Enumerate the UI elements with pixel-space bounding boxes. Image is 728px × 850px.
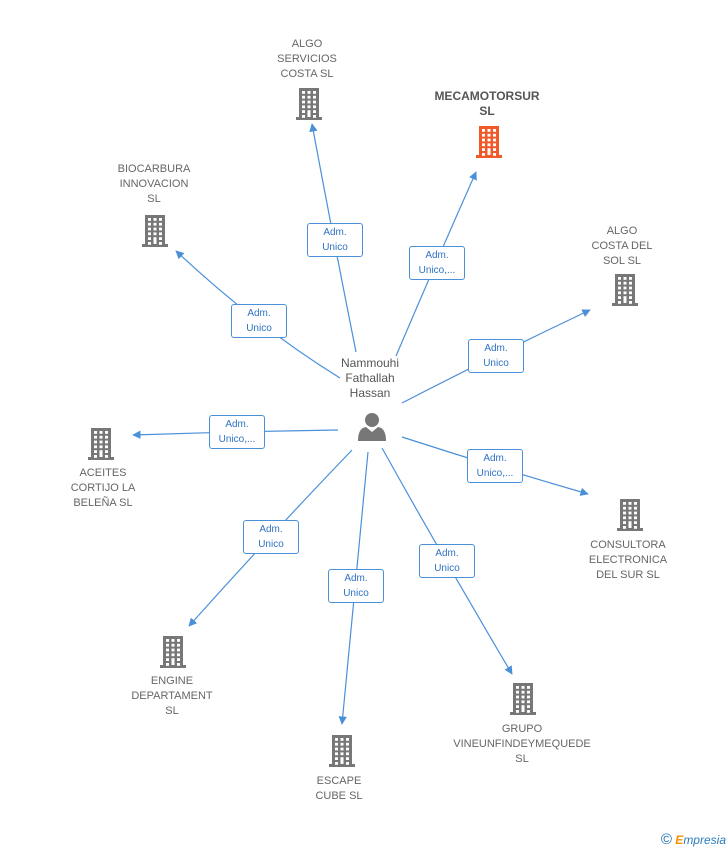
role-label-algo-servicios[interactable]: Adm. Unico <box>307 223 363 257</box>
edges-layer <box>132 123 591 725</box>
role-label-aceites[interactable]: Adm. Unico,... <box>209 415 265 449</box>
role-label-grupo[interactable]: Adm. Unico <box>419 544 475 578</box>
building-icon[interactable] <box>296 88 322 120</box>
role-label-mecamotorsur[interactable]: Adm. Unico,... <box>409 246 465 280</box>
building-icon[interactable] <box>617 499 643 531</box>
role-label-escape[interactable]: Adm. Unico <box>328 569 384 603</box>
icons-layer <box>88 88 643 767</box>
person-name-label[interactable]: Nammouhi Fathallah Hassan <box>340 356 400 400</box>
brand-name: mpresia <box>683 833 726 847</box>
building-icon[interactable] <box>160 636 186 668</box>
company-label-algo-costa[interactable]: ALGO COSTA DEL SOL SL <box>591 225 653 267</box>
building-icon[interactable] <box>510 683 536 715</box>
building-icon[interactable] <box>329 735 355 767</box>
brand-watermark: © Empresia <box>661 831 726 848</box>
role-label-biocarbura[interactable]: Adm. Unico <box>231 304 287 338</box>
company-label-aceites[interactable]: ACEITES CORTIJO LA BELEÑA SL <box>70 467 136 509</box>
company-label-engine[interactable]: ENGINE DEPARTAMENT SL <box>131 675 213 717</box>
role-label-algo-costa[interactable]: Adm. Unico <box>468 339 524 373</box>
building-icon[interactable] <box>612 274 638 306</box>
copyright-symbol: © <box>660 831 672 848</box>
building-icon[interactable] <box>142 215 168 247</box>
person-icon[interactable] <box>358 413 386 441</box>
company-label-biocarbura[interactable]: BIOCARBURA INNOVACION SL <box>117 163 191 205</box>
company-label-consultora[interactable]: CONSULTORA ELECTRONICA DEL SUR SL <box>588 539 668 581</box>
company-label-mecamotorsur[interactable]: MECAMOTORSUR SL <box>434 89 540 118</box>
company-label-escape[interactable]: ESCAPE CUBE SL <box>315 775 363 802</box>
building-icon[interactable] <box>88 428 114 460</box>
building-icon[interactable] <box>476 126 502 158</box>
company-label-algo-servicios[interactable]: ALGO SERVICIOS COSTA SL <box>277 38 337 80</box>
role-label-engine[interactable]: Adm. Unico <box>243 520 299 554</box>
company-label-grupo[interactable]: GRUPO VINEUNFINDEYMEQUEDE SL <box>453 723 591 765</box>
role-label-consultora[interactable]: Adm. Unico,... <box>467 449 523 483</box>
brand-first-letter: E <box>675 833 684 847</box>
